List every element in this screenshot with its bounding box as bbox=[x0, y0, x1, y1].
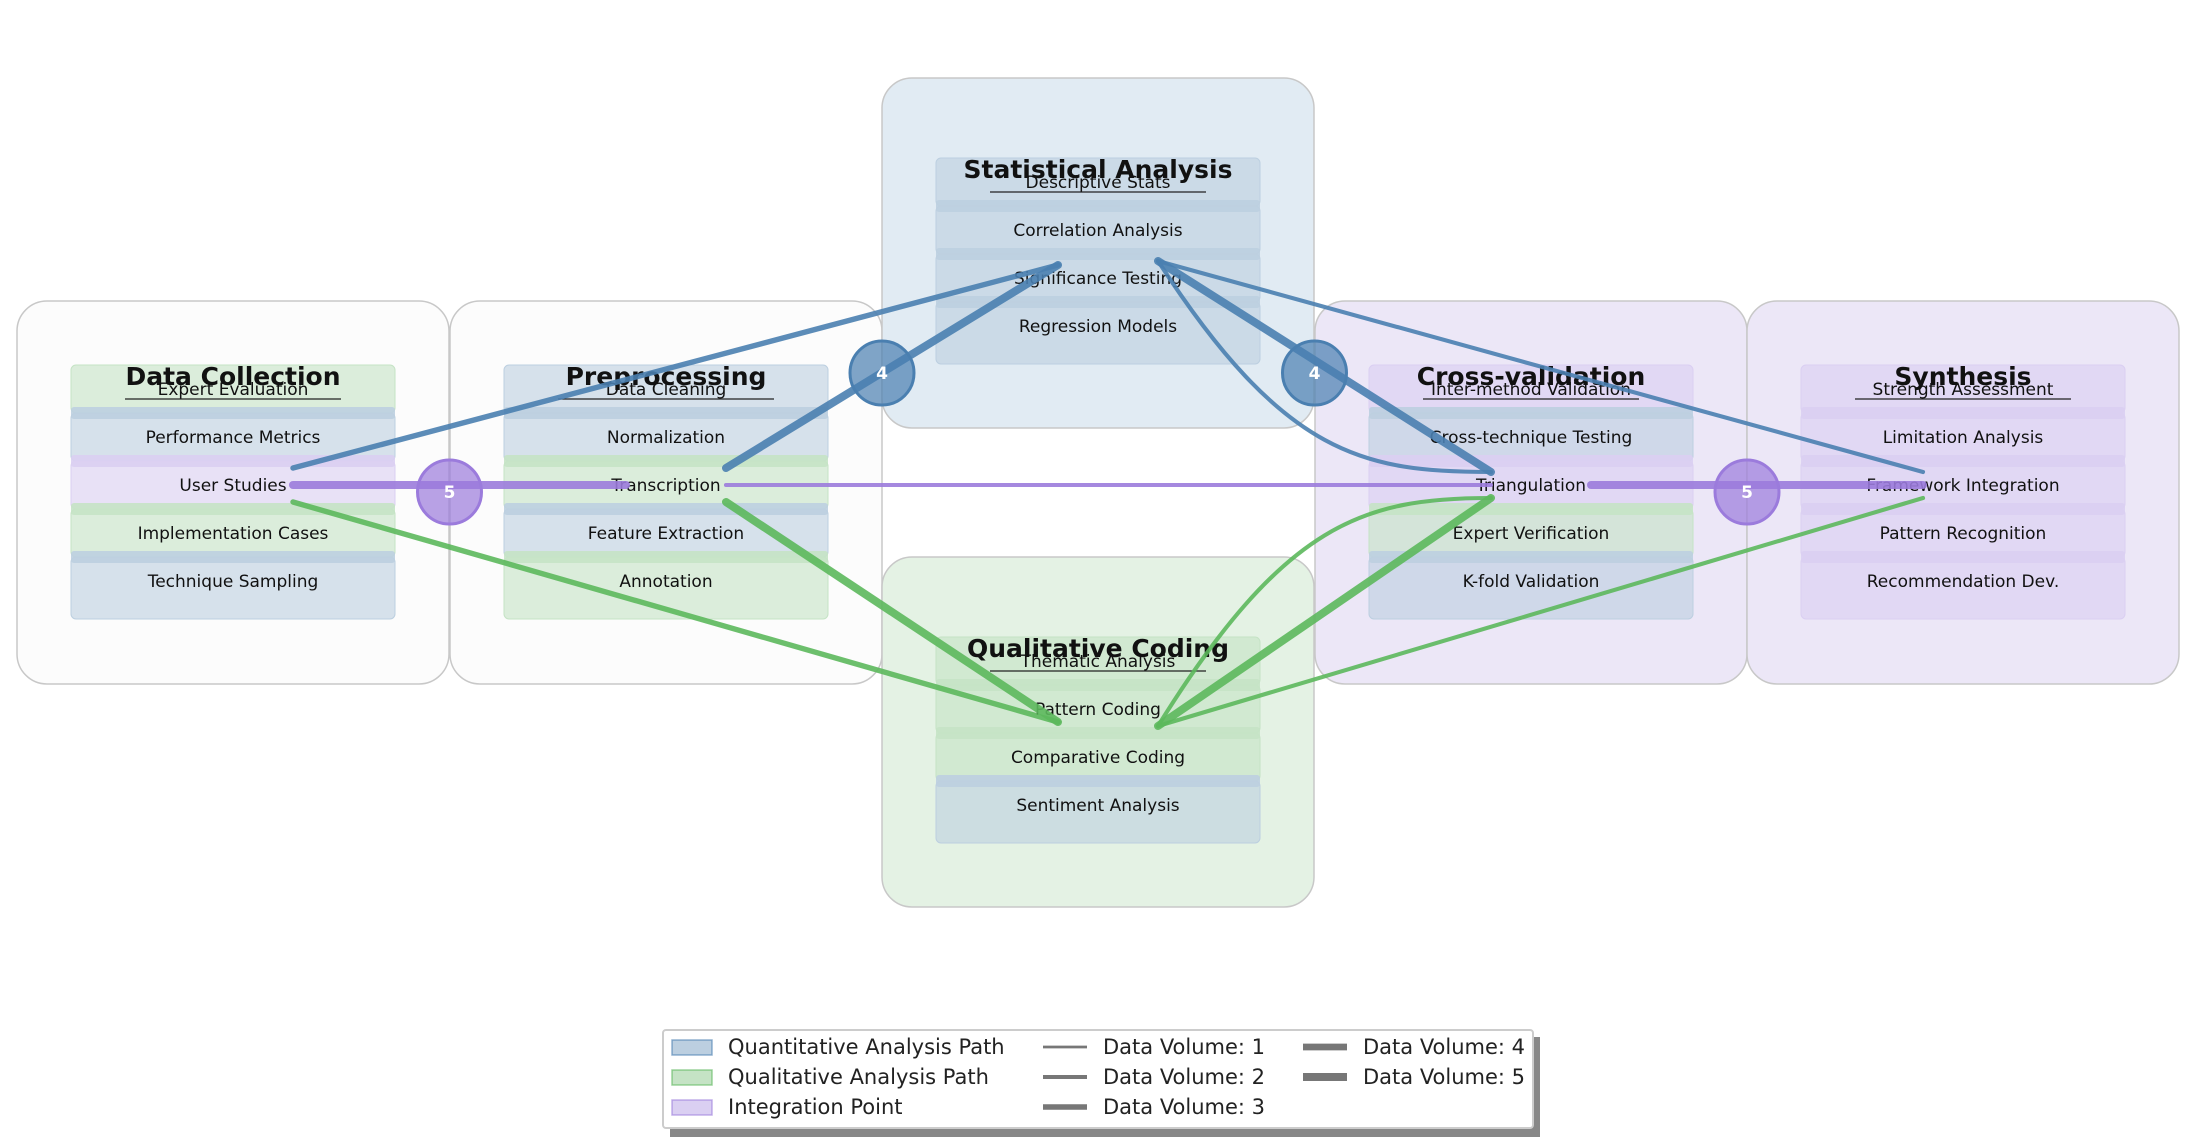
flow-line-significance-testing-to-framework-integration bbox=[1155, 258, 1926, 475]
legend-label-quant: Quantitative Analysis Path bbox=[728, 1035, 1005, 1059]
item-separator bbox=[1369, 551, 1693, 563]
volume-badge-label: 4 bbox=[1309, 364, 1321, 384]
legend-volume-label: Data Volume: 4 bbox=[1363, 1035, 1525, 1059]
flow-line-user-studies-to-significance-testing bbox=[290, 262, 1061, 471]
volume-badge-label: 4 bbox=[876, 364, 888, 384]
item-label-implementation-cases: Implementation Cases bbox=[138, 524, 329, 544]
item-separator bbox=[71, 455, 395, 467]
volume-badge-label: 5 bbox=[1741, 483, 1753, 503]
item-label-feature-extraction: Feature Extraction bbox=[588, 524, 744, 544]
legend-box bbox=[662, 1029, 1534, 1129]
item-separator bbox=[936, 248, 1260, 260]
item-label-recommendation-dev: Recommendation Dev. bbox=[1867, 572, 2059, 592]
item-label-significance-testing: Significance Testing bbox=[1014, 269, 1182, 289]
item-separator bbox=[936, 727, 1260, 739]
legend-volume-label: Data Volume: 3 bbox=[1103, 1095, 1265, 1119]
item-label-thematic-analysis: Thematic Analysis bbox=[1020, 652, 1176, 672]
item-label-expert-verification: Expert Verification bbox=[1453, 524, 1610, 544]
item-separator bbox=[1801, 503, 2125, 515]
item-label-pattern-recognition: Pattern Recognition bbox=[1880, 524, 2047, 544]
item-separator bbox=[936, 296, 1260, 308]
item-label-pattern-coding: Pattern Coding bbox=[1035, 700, 1161, 720]
item-separator bbox=[1801, 407, 2125, 419]
item-label-inter-method-validation: Inter-method Validation bbox=[1431, 380, 1631, 400]
flow-line-user-studies-to-pattern-coding bbox=[290, 499, 1061, 725]
item-separator bbox=[936, 775, 1260, 787]
item-separator bbox=[504, 407, 828, 419]
flow-line-significance-testing-to-triangulation bbox=[1155, 258, 1494, 475]
stage-title-statistical-analysis: Statistical Analysis bbox=[964, 155, 1233, 184]
item-separator bbox=[504, 551, 828, 563]
item-separator bbox=[71, 503, 395, 515]
item-label-technique-sampling: Technique Sampling bbox=[147, 572, 319, 592]
volume-badge bbox=[1713, 458, 1781, 526]
item-separator bbox=[504, 455, 828, 467]
item-label-transcription: Transcription bbox=[610, 476, 720, 496]
item-label-regression-models: Regression Models bbox=[1019, 317, 1177, 337]
item-separator bbox=[1801, 551, 2125, 563]
legend-label-integ: Integration Point bbox=[728, 1095, 903, 1119]
flow-line-pattern-coding-to-framework-integration bbox=[1155, 495, 1926, 729]
volume-badge-label: 5 bbox=[444, 483, 456, 503]
stage-title-qualitative-coding: Qualitative Coding bbox=[967, 634, 1229, 663]
item-separator bbox=[1369, 407, 1693, 419]
item-separator bbox=[71, 407, 395, 419]
legend-label-qual: Qualitative Analysis Path bbox=[728, 1065, 989, 1089]
item-label-cross-technique-testing: Cross-technique Testing bbox=[1430, 428, 1633, 448]
item-label-sentiment-analysis: Sentiment Analysis bbox=[1016, 796, 1179, 816]
legend-swatch-integ bbox=[671, 1099, 713, 1116]
item-separator bbox=[1369, 455, 1693, 467]
volume-badge bbox=[416, 458, 483, 526]
volume-badge bbox=[1281, 339, 1348, 407]
legend-swatch-qual bbox=[671, 1069, 713, 1086]
item-label-correlation-analysis: Correlation Analysis bbox=[1013, 221, 1182, 241]
flow-line-pattern-coding-to-triangulation bbox=[1154, 494, 1495, 730]
item-label-comparative-coding: Comparative Coding bbox=[1011, 748, 1185, 768]
item-label-k-fold-validation: K-fold Validation bbox=[1463, 572, 1600, 592]
item-label-data-cleaning: Data Cleaning bbox=[606, 380, 727, 400]
volume-badge bbox=[848, 339, 916, 407]
item-label-performance-metrics: Performance Metrics bbox=[146, 428, 321, 448]
legend-volume-label: Data Volume: 2 bbox=[1103, 1065, 1265, 1089]
item-label-triangulation: Triangulation bbox=[1475, 476, 1586, 496]
item-label-annotation: Annotation bbox=[619, 572, 712, 592]
item-separator bbox=[71, 551, 395, 563]
item-label-normalization: Normalization bbox=[607, 428, 725, 448]
item-label-descriptive-stats: Descriptive Stats bbox=[1026, 173, 1171, 193]
legend-volume-label: Data Volume: 5 bbox=[1363, 1065, 1525, 1089]
flow-line-pattern-coding-to-triangulation bbox=[1155, 495, 1494, 729]
legend-volume-label: Data Volume: 1 bbox=[1103, 1035, 1265, 1059]
item-label-limitation-analysis: Limitation Analysis bbox=[1883, 428, 2044, 448]
legend-swatch-quant bbox=[671, 1039, 713, 1056]
stage-title-synthesis: Synthesis bbox=[1894, 362, 2031, 391]
volume-badges: 5 4 4 5 bbox=[416, 339, 1781, 526]
item-label-expert-evaluation: Expert Evaluation bbox=[158, 380, 309, 400]
item-separator bbox=[936, 679, 1260, 691]
item-separator bbox=[504, 503, 828, 515]
item-separator bbox=[1801, 455, 2125, 467]
item-label-strength-assessment: Strength Assessment bbox=[1873, 380, 2054, 400]
flow-line-transcription-to-pattern-coding bbox=[722, 498, 1062, 726]
item-label-user-studies: User Studies bbox=[179, 476, 286, 496]
item-separator bbox=[936, 200, 1260, 212]
stage-title-data-collection: Data Collection bbox=[125, 362, 340, 391]
item-separator bbox=[1369, 503, 1693, 515]
